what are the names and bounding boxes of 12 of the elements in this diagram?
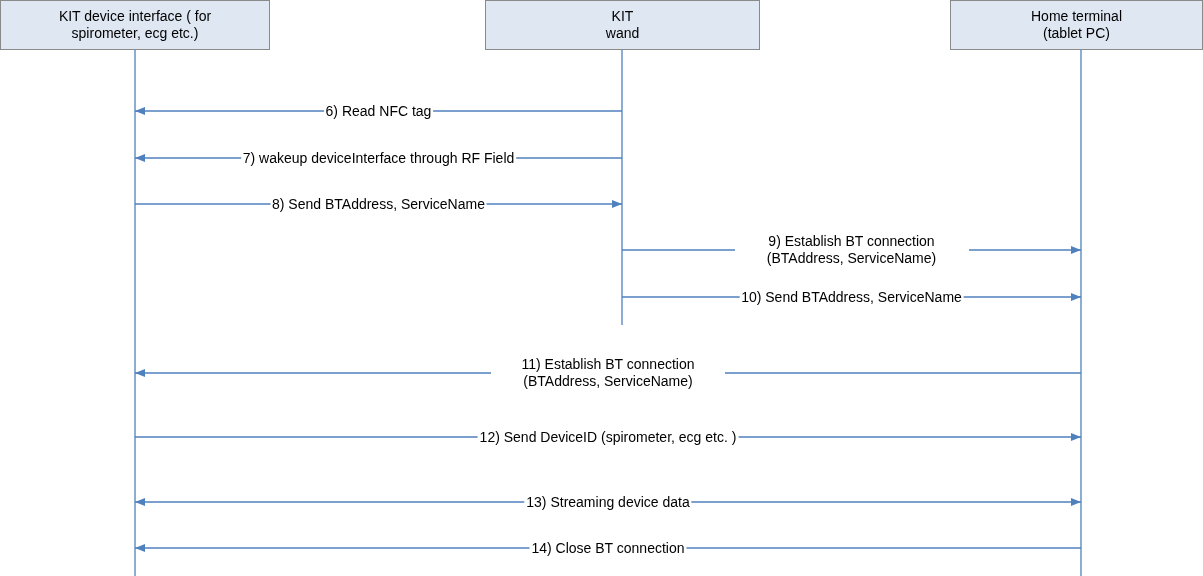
edge-label: 13) Streaming device data [524, 493, 692, 511]
edge-label: 7) wakeup deviceInterface through RF Field [240, 149, 517, 167]
edge-label: 14) Close BT connection [529, 539, 687, 557]
participant-box: Home terminal (tablet PC) [950, 0, 1203, 50]
participant-box: KIT wand [485, 0, 760, 50]
edge-label: 6) Read NFC tag [323, 102, 434, 120]
edge-label: 10) Send BTAddress, ServiceName [739, 288, 964, 306]
edge-label: 8) Send BTAddress, ServiceName [270, 195, 487, 213]
edge-label: 9) Establish BT connection (BTAddress, ServiceName) [734, 233, 969, 267]
edge-label: 11) Establish BT connection (BTAddress, ServiceName) [491, 356, 725, 390]
participant-box: KIT device interface ( for spirometer, ecg etc.) [0, 0, 270, 50]
edge-label: 12) Send DeviceID (spirometer, ecg etc. ) [477, 428, 739, 446]
